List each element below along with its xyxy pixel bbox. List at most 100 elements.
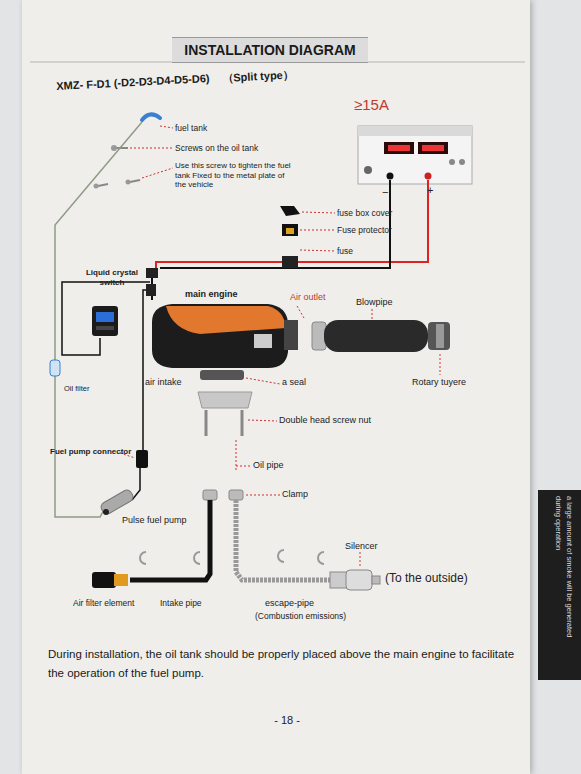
fuse-protector <box>282 224 298 236</box>
mount-bracket <box>198 392 277 436</box>
lcd-switch <box>96 326 114 330</box>
leader-line <box>297 306 304 318</box>
pipe-clamp <box>318 552 324 564</box>
silencer <box>330 572 348 588</box>
model-code: XMZ- F-D1 (-D2-D3-D4-D5-D6) <box>56 71 226 93</box>
lcd-switch <box>96 312 114 322</box>
main-engine <box>166 306 286 334</box>
part-label: fuel tank <box>175 123 275 133</box>
control-wire <box>62 282 150 355</box>
oil-filter <box>50 360 60 376</box>
part-label: Double head screw nut <box>279 415 399 426</box>
lcd-switch <box>92 306 118 336</box>
fuel-tank <box>142 114 160 120</box>
outlet-note: (To the outside) <box>385 571 495 585</box>
screw <box>111 145 117 151</box>
control-wire <box>146 284 156 296</box>
main-engine <box>152 304 298 368</box>
terminal-sign: + <box>427 184 439 197</box>
blowpipe <box>428 322 450 350</box>
mount-bracket <box>205 410 208 436</box>
pipe-clamp <box>140 550 324 564</box>
control-wire <box>132 468 140 500</box>
power-supply <box>449 159 455 165</box>
part-label: a seal <box>282 377 332 388</box>
model-type: （Split type） <box>222 67 313 85</box>
power-supply <box>358 126 472 184</box>
blowpipe <box>324 320 428 352</box>
leader-line <box>372 309 373 320</box>
power-supply <box>425 173 432 180</box>
leader-line <box>440 354 441 375</box>
part-label: Clamp <box>282 489 332 500</box>
power-wire <box>156 180 428 270</box>
seal <box>246 378 280 384</box>
leader-line <box>300 212 335 251</box>
clamp <box>203 490 280 500</box>
screw <box>94 184 109 189</box>
air-filter-element <box>92 572 116 588</box>
page-title: INSTALLATION DIAGRAM <box>172 37 368 63</box>
fuse-protector <box>282 224 298 236</box>
oil-filter <box>50 360 60 376</box>
silencer <box>346 570 372 590</box>
leader-line <box>302 212 335 213</box>
intake-pipe <box>130 500 210 580</box>
intake-pipe <box>130 500 210 580</box>
main-engine <box>254 334 272 348</box>
power-supply <box>422 145 444 151</box>
leader-line <box>300 230 335 231</box>
blowpipe <box>436 324 444 348</box>
leader-line <box>142 168 173 178</box>
power-supply <box>388 145 410 151</box>
screw <box>126 180 141 185</box>
screw <box>116 147 128 149</box>
air-filter-element <box>92 572 128 588</box>
part-label: Rotary tuyere <box>412 377 492 388</box>
power-supply <box>358 126 472 184</box>
screw <box>126 180 131 185</box>
leader-line <box>297 306 440 375</box>
screw <box>98 184 108 186</box>
part-label: Intake pipe <box>160 598 230 608</box>
fuel-tank <box>142 114 160 120</box>
mount-bracket <box>241 410 244 436</box>
part-label: fuse box cover <box>337 208 427 218</box>
fuel-pump-connector <box>136 450 148 468</box>
leader-line <box>236 440 251 470</box>
fuse-box-cover <box>280 206 300 216</box>
control-wire <box>62 268 158 500</box>
part-label: air intake <box>145 377 205 388</box>
escape-pipe <box>236 500 330 580</box>
clamp <box>229 490 243 500</box>
part-label: Oil pipe <box>253 460 313 471</box>
sticker-text: a large amount of smoke will be generate… <box>565 496 574 678</box>
blowpipe <box>312 322 326 350</box>
installation-note: During installation, the oil tank should… <box>48 645 528 683</box>
pipe-clamp <box>194 552 200 564</box>
part-label: Screws on the oil tank <box>175 143 315 153</box>
part-label: Air filter element <box>73 598 163 608</box>
pulse-fuel-pump <box>103 509 109 515</box>
power-wire <box>298 180 428 262</box>
pipe-clamp <box>278 550 284 562</box>
leader-line <box>130 126 173 178</box>
power-supply <box>459 159 465 165</box>
part-label: Pulse fuel pump <box>122 515 212 526</box>
escape-pipe <box>236 500 330 580</box>
terminal-sign: − <box>382 186 394 199</box>
part-label: fuse <box>337 246 397 256</box>
leader-line <box>160 126 173 128</box>
main-engine <box>152 304 288 368</box>
seal <box>200 370 244 380</box>
fuse <box>282 256 298 268</box>
power-supply <box>387 173 394 180</box>
part-label: Oil filter <box>64 384 114 393</box>
fuse <box>282 256 298 268</box>
leader-line <box>236 466 251 467</box>
part-note: Use this screw to tighten the fuel tank … <box>175 161 293 190</box>
page-number: - 18 - <box>262 714 312 727</box>
screw <box>94 184 99 189</box>
fuse-protector <box>286 228 294 234</box>
fuel-line <box>55 122 142 517</box>
